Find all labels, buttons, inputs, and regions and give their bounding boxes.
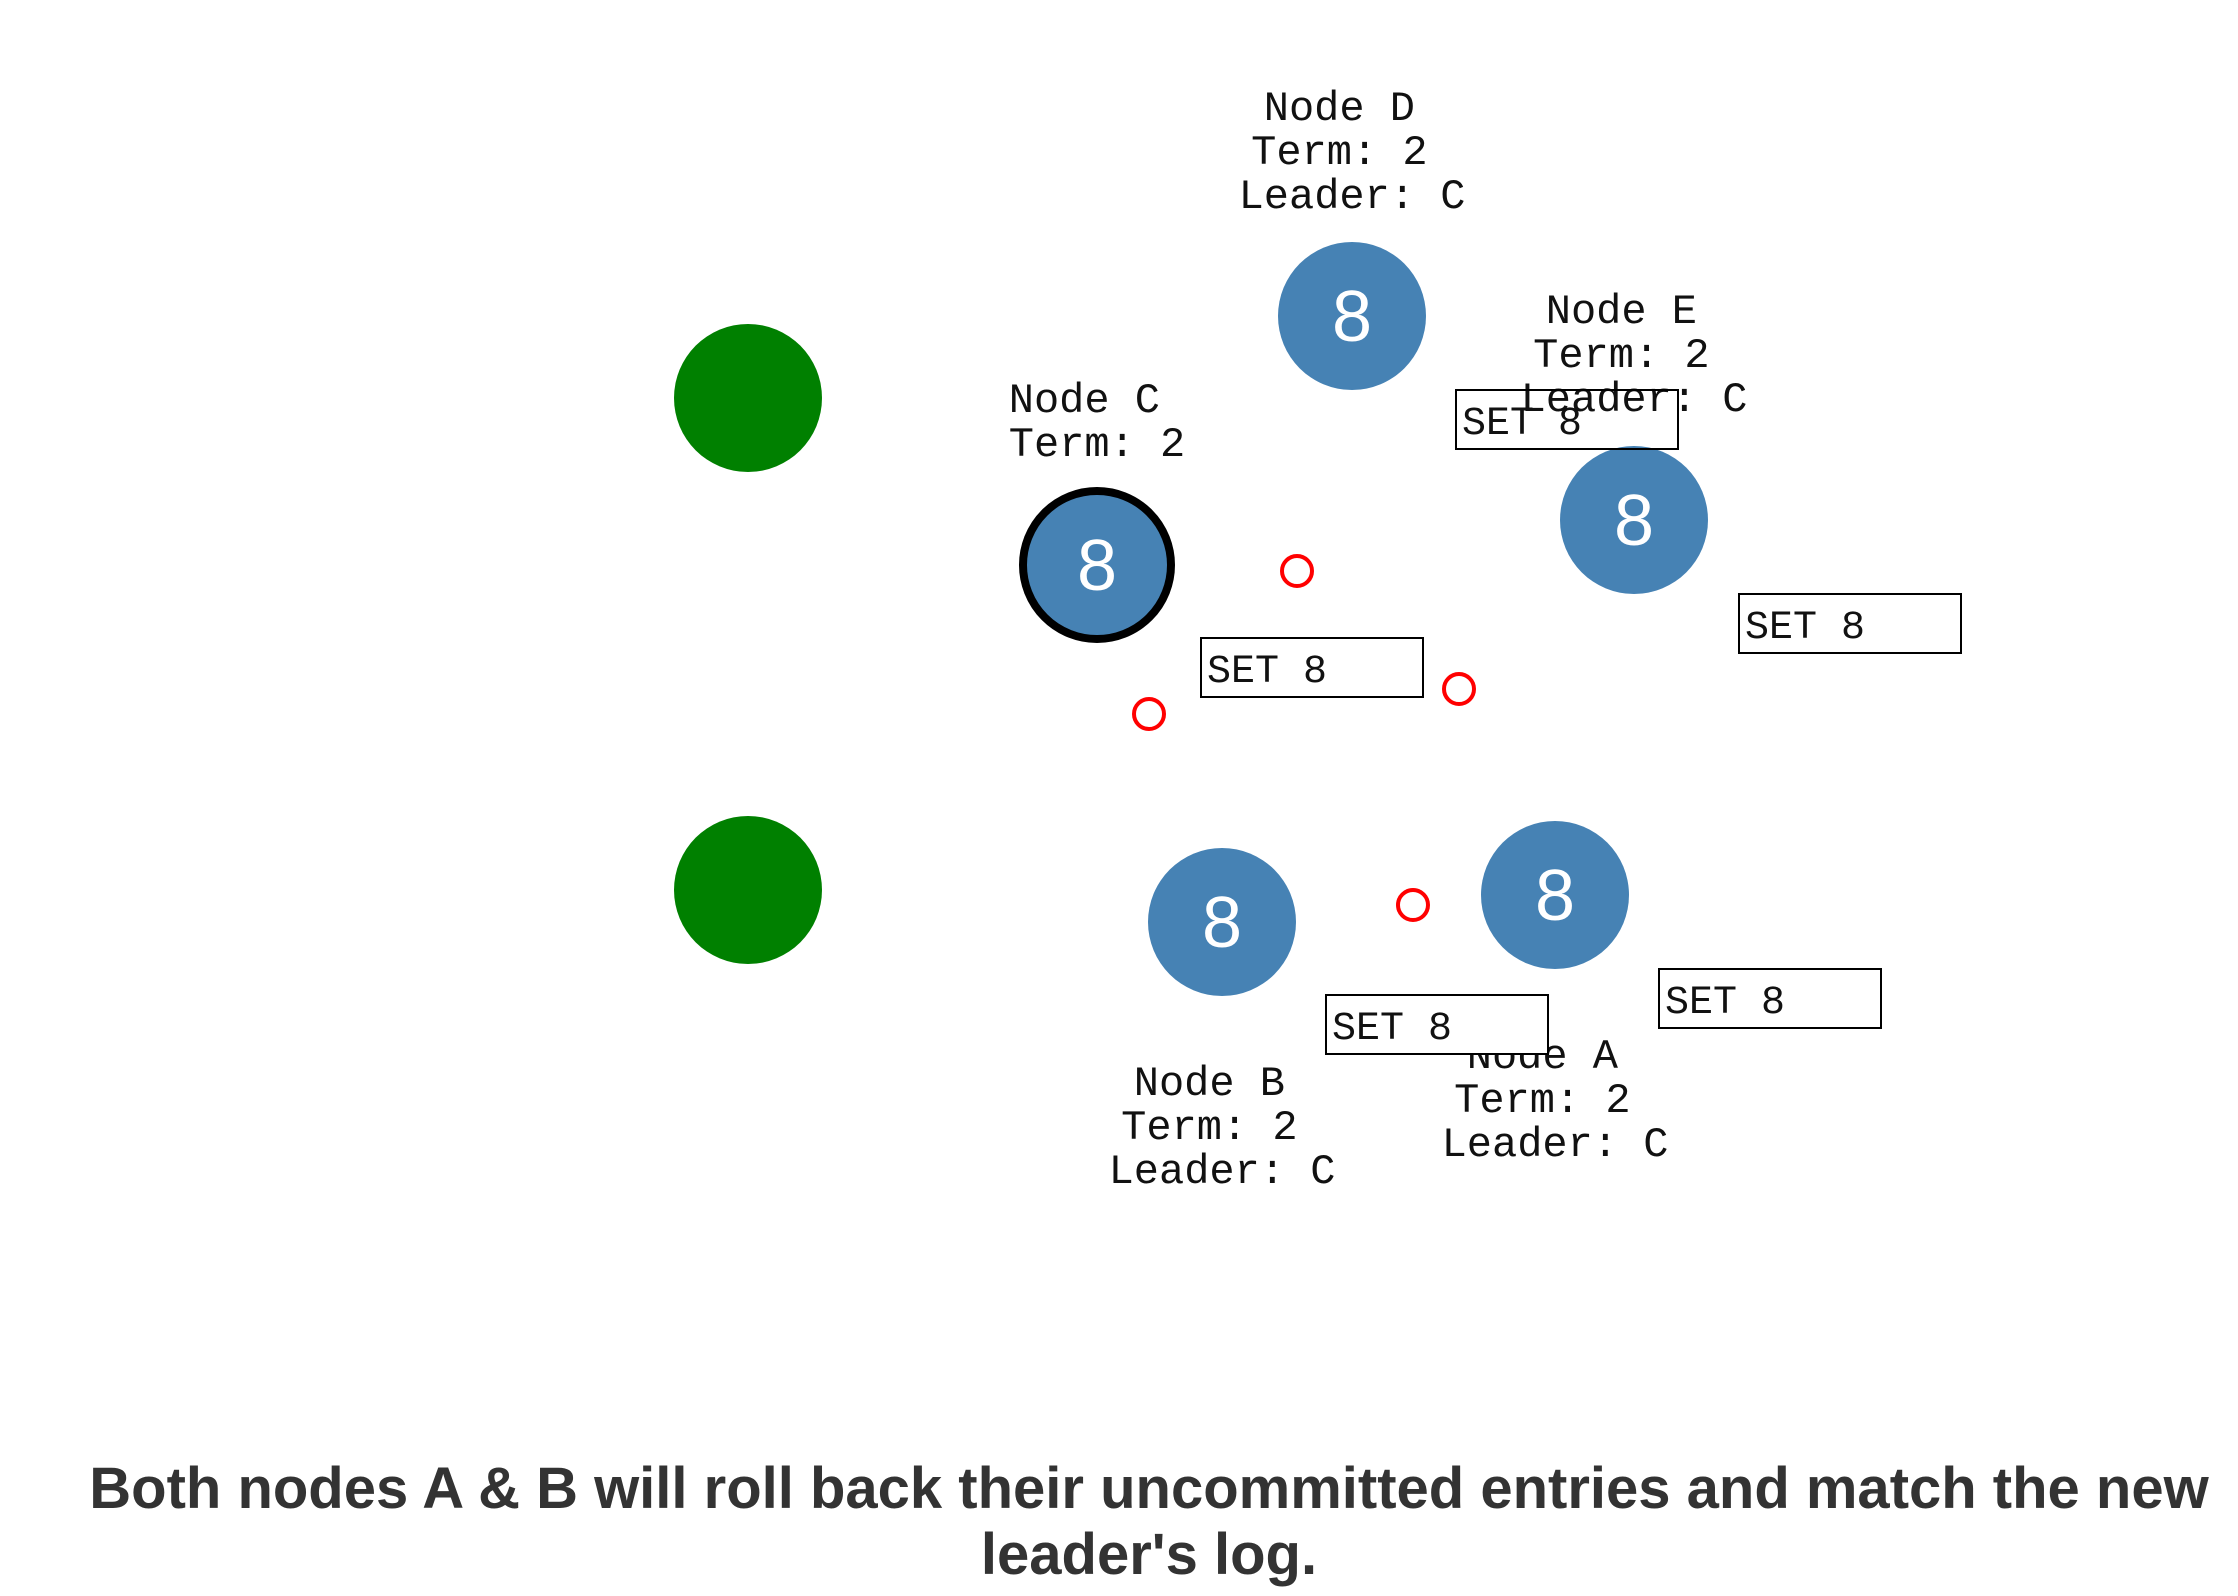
node-e-leader: Leader: C [1521,376,1748,424]
node-b-label: Node B Term: 2 Leader: C [1109,1060,1336,1196]
node-c-circle[interactable] [1019,487,1175,643]
clients [674,324,822,964]
node-c: Node C Term: 2 8 [1009,377,1185,643]
node-a-term: Term: 2 [1454,1077,1630,1125]
node-c-term: Term: 2 [1009,421,1185,469]
log-entry-text: SET 8 [1332,1007,1452,1052]
node-d-label: Node D Term: 2 Leader: C [1239,85,1466,221]
node-e-name: Node E [1546,288,1697,336]
node-e-value: 8 [1614,481,1654,561]
client-node [674,324,822,472]
client-node [674,816,822,964]
node-d: Node D Term: 2 Leader: C 8 [1239,85,1466,390]
message-dot [1442,672,1476,706]
node-a: 8 Node A Term: 2 Leader: C [1442,821,1669,1169]
node-e-label-group: Node E Term: 2 Leader: C [1521,288,1748,424]
log-entry: SET 8 [1658,968,1882,1029]
node-c-name: Node C [1009,377,1160,425]
node-a-circle[interactable] [1481,821,1629,969]
message-dot [1396,888,1430,922]
log-entry-text: SET 8 [1665,981,1785,1026]
log-entry-text: SET 8 [1207,650,1327,695]
node-b: 8 Node B Term: 2 Leader: C [1109,848,1336,1196]
node-c-value: 8 [1077,526,1117,606]
node-e: 8 [1560,446,1708,594]
log-entry: SET 8 [1738,593,1962,654]
node-e-label: Node E Term: 2 Leader: C [1521,288,1748,424]
node-b-term: Term: 2 [1121,1104,1297,1152]
node-d-circle[interactable] [1278,242,1426,390]
node-d-term: Term: 2 [1251,129,1427,177]
node-d-leader: Leader: C [1239,173,1466,221]
message-dot [1132,697,1166,731]
caption: Both nodes A & B will roll back their un… [89,1456,2209,1587]
node-d-name: Node D [1264,85,1415,133]
log-entry: SET 8 [1325,994,1549,1055]
node-c-label: Node C Term: 2 [1009,377,1185,469]
node-e-circle[interactable] [1560,446,1708,594]
node-e-term: Term: 2 [1533,332,1709,380]
log-entry: SET 8 [1200,637,1424,698]
node-b-value: 8 [1202,883,1242,963]
log-entry: SET 8 [1455,389,1679,450]
node-b-name: Node B [1134,1060,1285,1108]
log-entry-text: SET 8 [1745,606,1865,651]
node-d-value: 8 [1332,277,1372,357]
message-dot [1280,554,1314,588]
node-b-leader: Leader: C [1109,1148,1336,1196]
log-entry-text: SET 8 [1462,402,1582,447]
messages [1132,554,1476,922]
node-b-circle[interactable] [1148,848,1296,996]
node-a-leader: Leader: C [1442,1121,1669,1169]
node-a-value: 8 [1535,856,1575,936]
